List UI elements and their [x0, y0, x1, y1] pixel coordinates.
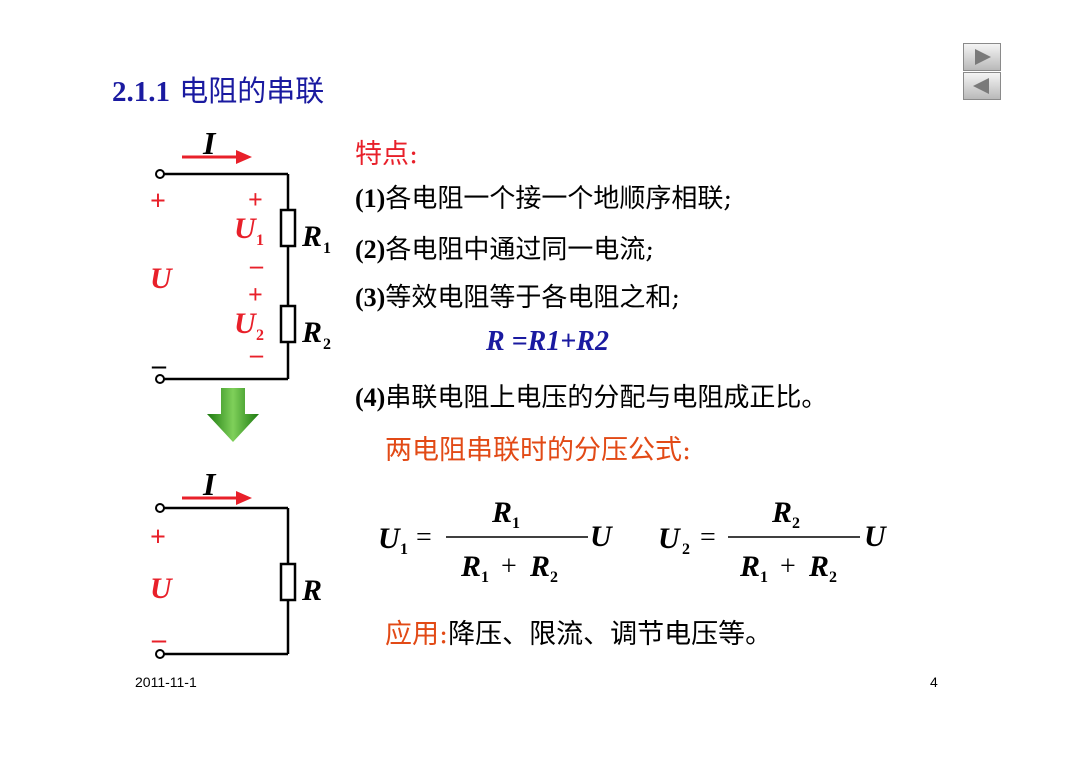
current-arrow-icon	[182, 491, 252, 505]
title-number: 2.1.1	[112, 76, 170, 108]
play-left-icon	[973, 78, 989, 94]
current-arrow-icon	[182, 150, 252, 164]
terminal-top-plus	[155, 169, 165, 179]
r-label: R	[301, 574, 322, 607]
formula-u2-den-a: R	[739, 550, 760, 583]
formula-u1-lhs-sub: 1	[400, 541, 408, 558]
u2-sub: 2	[256, 327, 264, 344]
feature-item-4: (4)串联电阻上电压的分配与电阻成正比。	[355, 383, 828, 413]
formula-u1-plus: +	[501, 551, 517, 582]
next-slide-button[interactable]	[963, 43, 1001, 71]
formula-u1-tail: U	[590, 520, 613, 553]
title-text: 电阻的串联	[179, 74, 325, 108]
equivalent-circuit-diagram: I + U – R	[150, 468, 322, 659]
u1-sub: 1	[256, 232, 264, 249]
formula-u1-num: R	[491, 496, 512, 529]
features-heading: 特点:	[355, 139, 419, 170]
feature-item-2: (2)各电阻中通过同一电流;	[355, 235, 655, 265]
formula-u1-den-b: R	[529, 550, 550, 583]
play-right-icon	[975, 49, 991, 65]
sum-equation: R =R1+R2	[486, 326, 609, 357]
formula-u1-den-b-sub: 2	[550, 569, 558, 586]
feature-item-3: (3)等效电阻等于各电阻之和;	[355, 283, 681, 313]
formula-u1-lhs: U	[378, 522, 401, 555]
resistor-r	[279, 562, 297, 602]
plus-sign: +	[150, 522, 166, 553]
application-text: 降压、限流、调节电压等。	[448, 619, 773, 650]
u1-plus-sign: +	[248, 185, 263, 214]
formula-u2: U 2 = R 2 R 1 + R 2 U	[658, 496, 887, 586]
terminal-top-minus	[155, 374, 165, 384]
footer-date: 2011-11-1	[135, 674, 197, 690]
divider-formulas: U 1 = R 1 R 1 + R 2 U U 2 = R 2 R 1 + R …	[378, 496, 887, 586]
u2-plus-sign: +	[248, 280, 263, 309]
formula-u2-num-sub: 2	[792, 515, 800, 532]
formula-u1: U 1 = R 1 R 1 + R 2 U	[378, 496, 613, 586]
feature-item-1: (1)各电阻一个接一个地顺序相联;	[355, 184, 733, 214]
minus-sign: –	[151, 350, 167, 381]
formula-u2-lhs-sub: 2	[682, 541, 690, 558]
formula-u1-den-a-sub: 1	[481, 569, 489, 586]
plus-sign: +	[150, 186, 166, 217]
terminal-bottom-minus	[155, 649, 165, 659]
terminal-bottom-plus	[155, 503, 165, 513]
formula-u2-den-a-sub: 1	[760, 569, 768, 586]
page-number: 4	[930, 674, 938, 690]
r2-sub: 2	[323, 336, 331, 353]
minus-sign: –	[151, 624, 167, 655]
series-circuit-diagram: I + U – + U 1 – + U 2 – R 1 R 2	[150, 128, 331, 384]
formula-u2-den-b-sub: 2	[829, 569, 837, 586]
formula-u1-num-sub: 1	[512, 515, 520, 532]
formula-u2-lhs: U	[658, 522, 681, 555]
formula-u2-tail: U	[864, 520, 887, 553]
resistor-r1	[279, 208, 297, 248]
r1-sub: 1	[323, 240, 331, 257]
application-label: 应用:	[385, 619, 449, 650]
formula-u2-eq: =	[700, 522, 716, 553]
voltage-u-label: U	[150, 572, 173, 605]
prev-slide-button[interactable]	[963, 72, 1001, 100]
application-line: 应用:降压、限流、调节电压等。	[385, 612, 772, 651]
formula-u2-den-b: R	[808, 550, 829, 583]
formula-u1-den-a: R	[460, 550, 481, 583]
r2-label: R	[301, 316, 322, 349]
current-label-bottom: I	[202, 468, 217, 502]
down-arrow-icon	[207, 388, 259, 442]
formula-u1-eq: =	[416, 522, 432, 553]
u2-minus-sign: –	[249, 340, 264, 369]
voltage-u-label: U	[150, 262, 173, 295]
u2-label: U	[234, 307, 257, 340]
page-title: 2.1.1 电阻的串联	[112, 68, 324, 110]
current-label-top: I	[202, 128, 217, 161]
resistor-r2	[279, 304, 297, 344]
u1-label: U	[234, 212, 257, 245]
formula-u2-num: R	[771, 496, 792, 529]
r1-label: R	[301, 220, 322, 253]
divider-heading: 两电阻串联时的分压公式:	[385, 435, 692, 466]
u1-minus-sign: –	[249, 251, 264, 280]
formula-u2-plus: +	[780, 551, 796, 582]
